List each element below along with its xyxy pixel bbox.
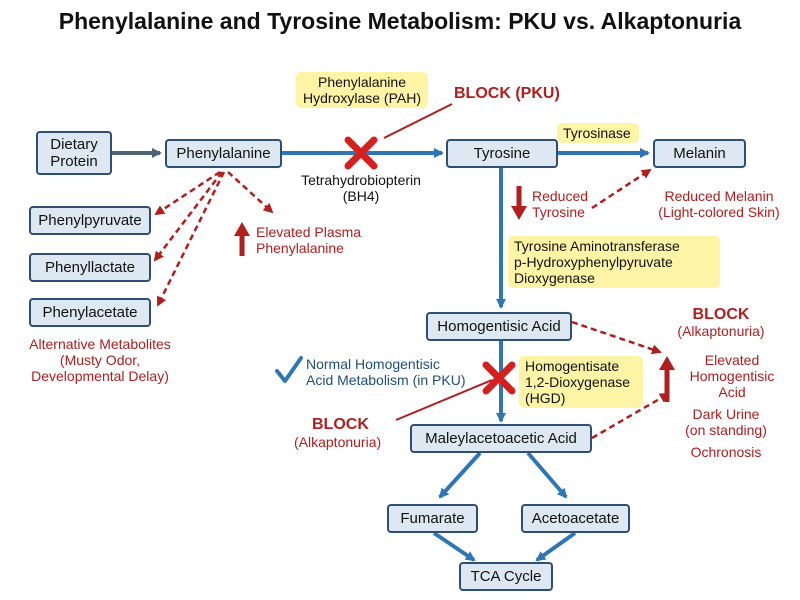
node-maleylacetoacetic-acid: Maleylacetoacetic Acid — [410, 424, 592, 453]
elevated-phe-label: Elevated Plasma Phenylalanine — [256, 224, 362, 256]
node-tyrosine: Tyrosine — [446, 139, 558, 168]
block-alk-left-title: BLOCK — [312, 416, 369, 433]
ochronosis-label: Ochronosis — [690, 444, 762, 460]
reduced-melanin-label: Reduced Melanin (Light-colored Skin) — [658, 188, 780, 220]
node-phenylalanine: Phenylalanine — [165, 139, 282, 168]
up-arrow-icon — [659, 356, 675, 402]
node-phenyllactate: Phenyllactate — [29, 253, 151, 282]
block-pku-label: BLOCK (PKU) — [454, 85, 560, 102]
arrow-fumarate-to-tca — [432, 531, 476, 562]
node-tca-cycle: TCA Cycle — [459, 562, 553, 591]
node-acetoacetate: Acetoacetate — [521, 504, 630, 533]
node-fumarate: Fumarate — [387, 504, 478, 533]
block-alk-right-title: BLOCK — [692, 306, 750, 323]
arrow-maa-to-elevated-hga — [591, 392, 670, 440]
arrow-hga-to-block — [571, 320, 662, 355]
page-title: Phenylalanine and Tyrosine Metabolism: P… — [58, 8, 742, 34]
block-alk-right-sub: (Alkaptonuria) — [677, 323, 765, 339]
elevated-hga-label: Elevated Homogentisic Acid — [689, 352, 775, 400]
reduced-tyrosine-label: Reduced Tyrosine — [532, 188, 589, 220]
enzyme-tyrosinase: Tyrosinase — [557, 123, 639, 143]
block-x-icon — [482, 361, 516, 395]
up-arrow-icon — [234, 222, 250, 256]
arrow-phe-to-phenylacetate — [156, 171, 226, 307]
arrow-reduced-tyr-to-melanin — [591, 168, 652, 210]
dark-urine-label: Dark Urine (on standing) — [685, 406, 767, 438]
node-phenylacetate: Phenylacetate — [29, 298, 151, 327]
enzyme-hgd: Homogentisate 1,2-Dioxygenase (HGD) — [519, 356, 643, 408]
alt-metabolites-label: Alternative Metabolites (Musty Odor, Dev… — [29, 336, 171, 384]
arrow-phe-to-elevated — [227, 171, 274, 214]
arrow-phe-to-phenylpyruvate — [154, 170, 221, 216]
block-alk-left-sub: (Alkaptonuria) — [294, 434, 382, 450]
down-arrow-icon — [511, 186, 527, 220]
normal-hga-label: Normal Homogentisic Acid Metabolism (in … — [306, 356, 466, 388]
node-melanin: Melanin — [653, 139, 746, 168]
cofactor-label: Tetrahydrobiopterin (BH4) — [301, 172, 421, 204]
node-phenylpyruvate: Phenylpyruvate — [29, 206, 151, 235]
block-x-icon — [344, 136, 378, 170]
arrow-maa-to-acetoacetate — [526, 451, 568, 499]
arrow-maa-to-fumarate — [438, 451, 482, 499]
enzyme-pah: Phenylalanine Hydroxylase (PAH) — [296, 72, 428, 108]
enzyme-tat-hppd: Tyrosine Aminotransferase p-Hydroxypheny… — [508, 236, 720, 288]
arrow-acetoacetate-to-tca — [535, 531, 577, 562]
arrow-phe-to-phenyllactate — [153, 171, 223, 262]
node-dietary-protein: Dietary Protein — [36, 131, 112, 175]
checkmark-icon — [275, 356, 303, 383]
node-homogentisic-acid: Homogentisic Acid — [426, 312, 572, 341]
callout-alk-block — [395, 379, 493, 421]
callout-pku-block — [383, 103, 453, 139]
